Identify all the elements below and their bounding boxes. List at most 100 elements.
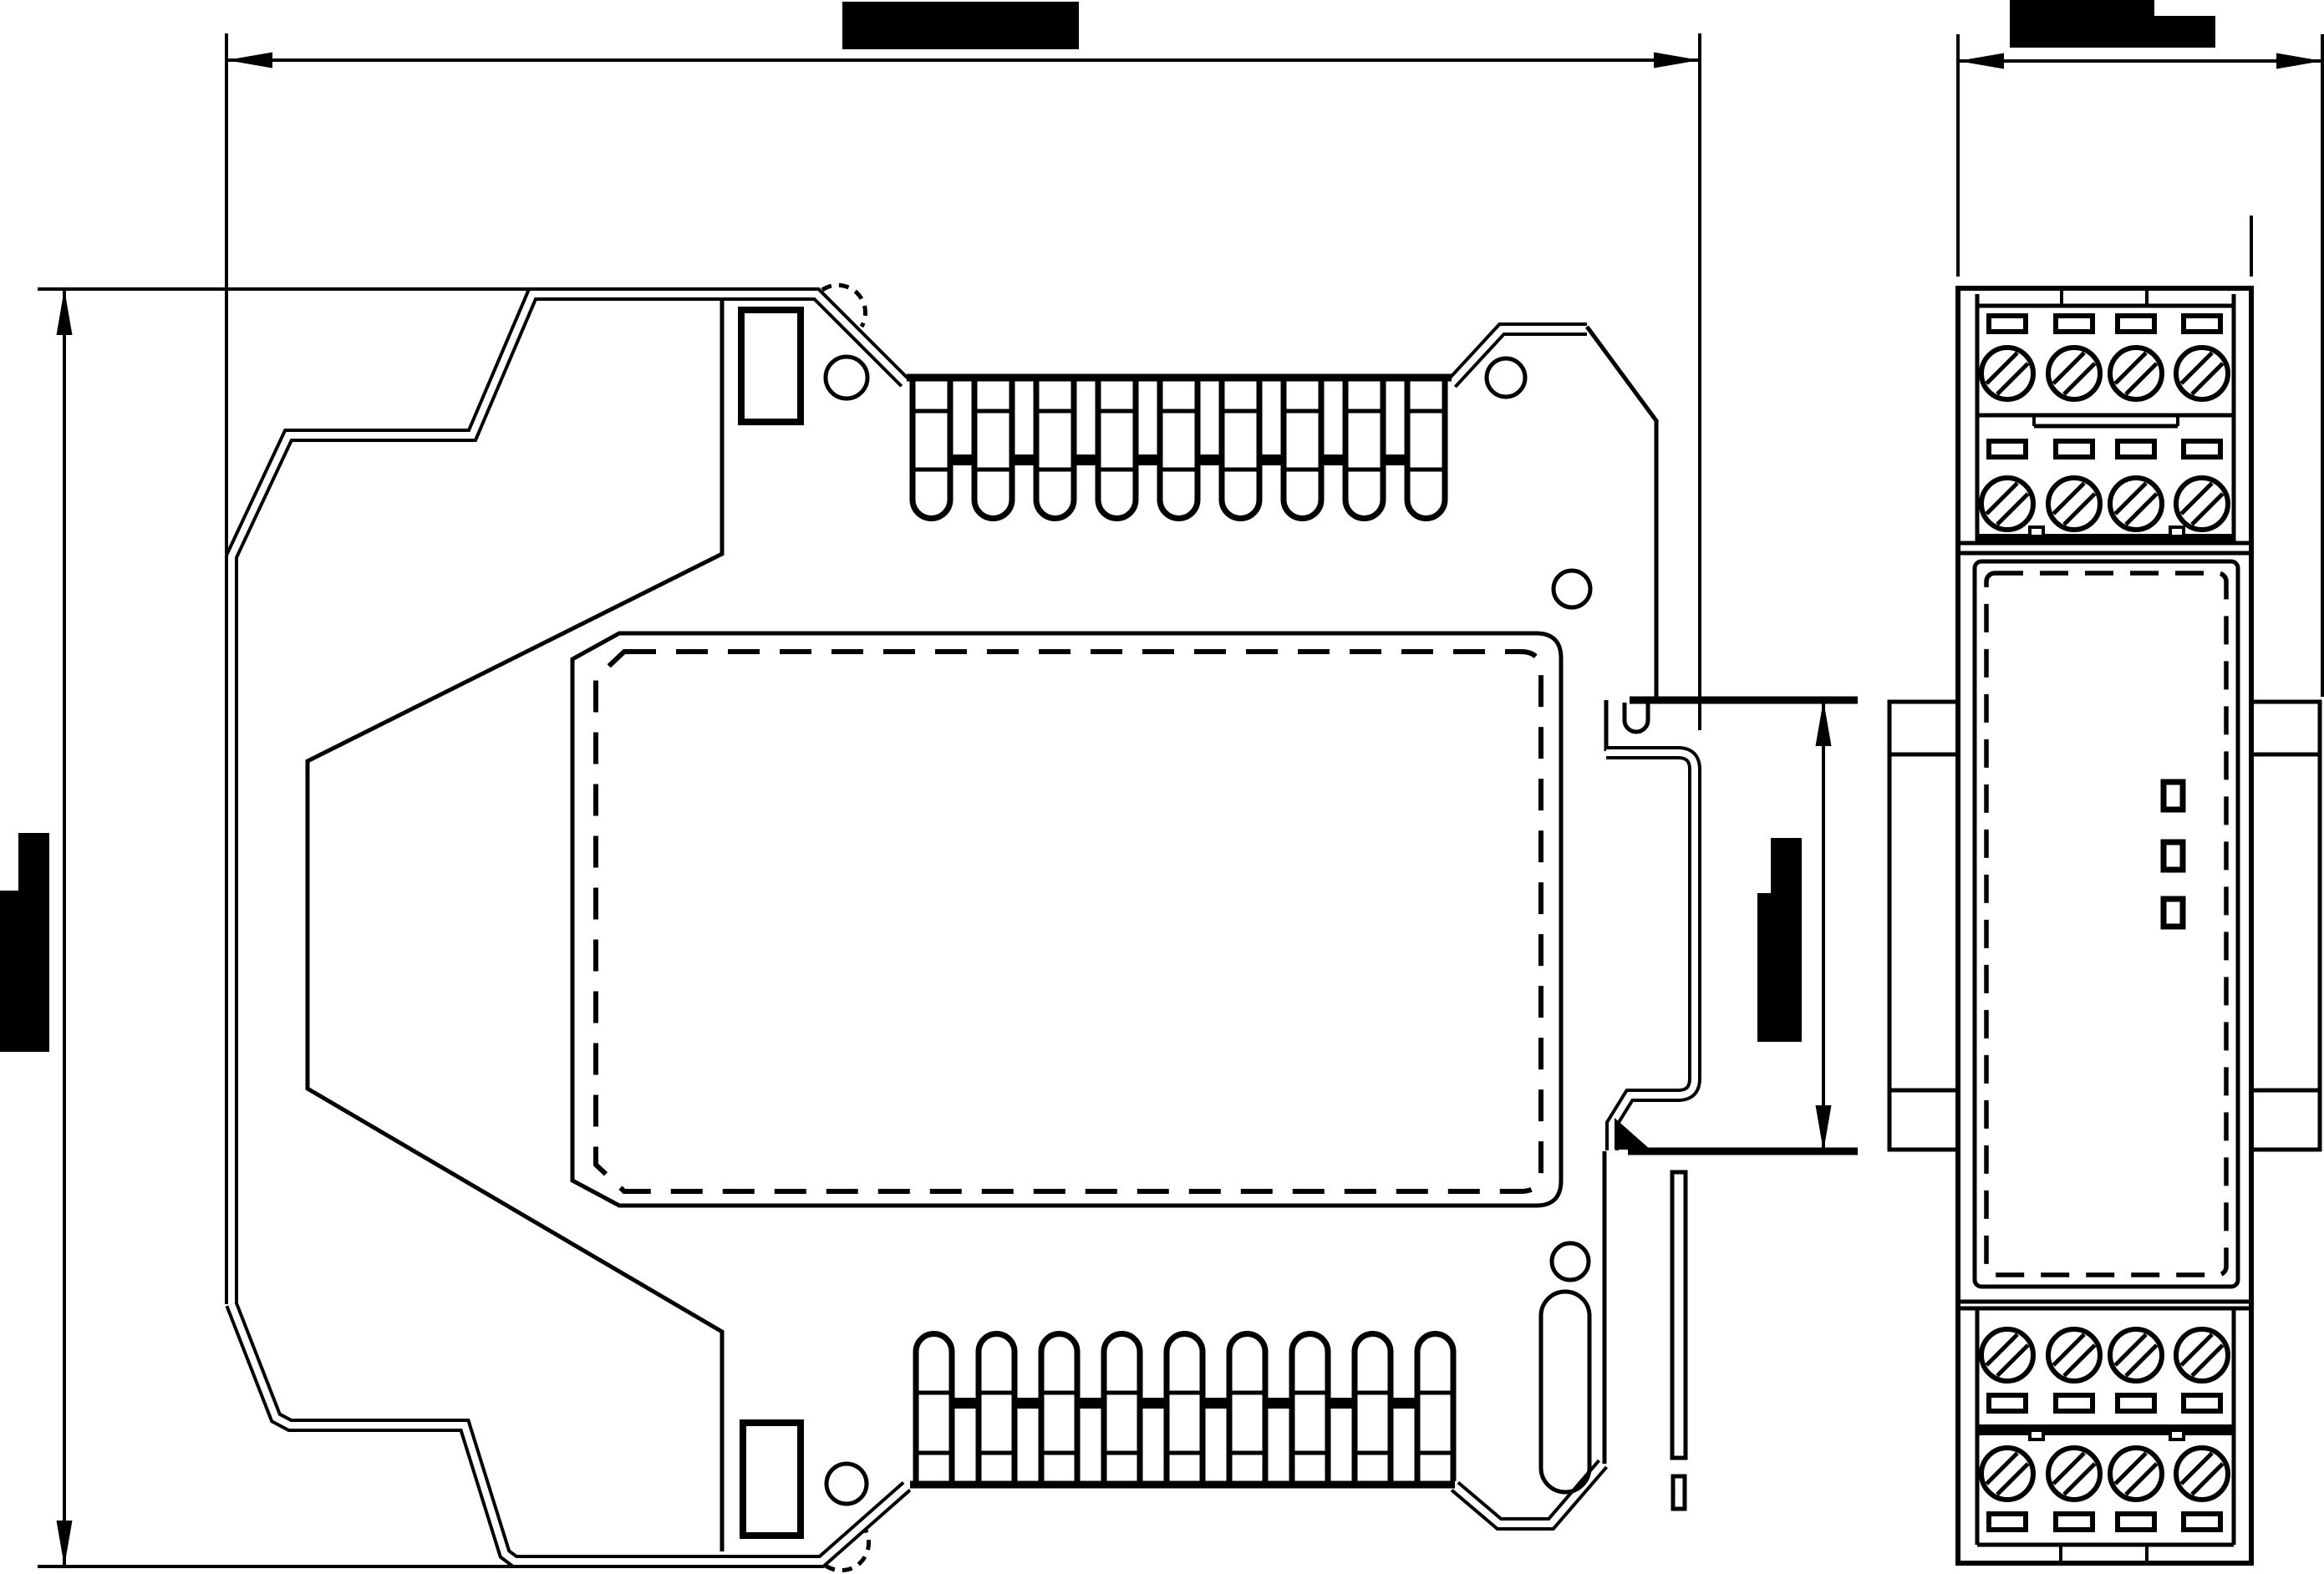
front-wire-slit-row4: [2115, 1511, 2157, 1532]
side-bottom-comb-slot: [913, 1331, 955, 1481]
side-outline-bottom-left-inner: [228, 1302, 909, 1565]
front-screw-row3-slot: [2179, 1333, 2214, 1367]
side-top-slot-window: [738, 307, 804, 425]
side-bottom-comb-web: [1077, 1398, 1104, 1409]
front-screw-row4: [2046, 1445, 2103, 1502]
side-outline-top-left-inner: [228, 291, 908, 1304]
dim-arrow-height-top: [56, 289, 73, 335]
clip-latch-foot: [1671, 1474, 1687, 1511]
side-inner-wall: [305, 297, 725, 1551]
front-screw-row3-slot: [2190, 1343, 2225, 1378]
side-top-comb-web: [1259, 454, 1284, 465]
front-screw-row4-slot: [2062, 1462, 2097, 1496]
side-bottom-comb-web: [952, 1398, 979, 1409]
front-screw-row2-slot: [2113, 481, 2148, 515]
dim-arrow-rail-bottom: [1815, 1105, 1832, 1151]
front-screw-row3-slot: [2124, 1343, 2159, 1378]
front-label-area-dashed: [1984, 571, 2229, 1277]
front-screw-row3-slot: [2062, 1343, 2097, 1378]
front-screw-row3: [2108, 1327, 2164, 1384]
side-top-comb-slot: [909, 381, 954, 521]
side-bottom-comb-slot: [1289, 1331, 1331, 1481]
front-screw-row3-slot: [1996, 1343, 2030, 1378]
front-screw-row1: [2108, 345, 2164, 402]
front-screw-row1-slot: [2179, 351, 2214, 385]
side-top-comb-slot: [1342, 381, 1386, 521]
front-wire-slit-row3: [2115, 1393, 2157, 1414]
front-wire-slit-row2: [2181, 439, 2223, 460]
front-led-window: [2160, 839, 2186, 873]
dim-arrow-height-bottom: [56, 1521, 73, 1566]
side-top-comb-slot: [1218, 381, 1263, 521]
front-screw-row1-slot: [1985, 351, 2019, 385]
side-label-area-dashed: [593, 649, 1543, 1194]
side-hole-right-lower: [1549, 1241, 1591, 1282]
front-screw-row1-slot: [1996, 362, 2030, 396]
front-screw-row1-slot: [2124, 362, 2159, 396]
dimension-annotations: [38, 33, 2324, 1568]
side-bottom-comb-web: [1015, 1398, 1041, 1409]
side-hole-right-upper: [1551, 568, 1593, 610]
front-screw-row2-slot: [1996, 492, 2030, 526]
front-right-rail-tab: [2249, 699, 2322, 1152]
redaction-overall-height-value: [18, 833, 49, 893]
redaction-overall-height-value: [0, 891, 49, 1052]
side-bottom-comb-web: [1203, 1398, 1229, 1409]
front-base-band-notch: [2028, 1429, 2045, 1441]
front-wire-slit-row4: [2053, 1511, 2095, 1532]
side-bottom-comb-slot: [1226, 1331, 1269, 1481]
side-bottom-comb-web: [1265, 1398, 1292, 1409]
side-outline-bottom-right-inner: [1452, 1461, 1606, 1527]
front-wire-slit-row1: [2115, 313, 2157, 334]
side-hole-bottom-left: [824, 1461, 869, 1506]
side-hole-top-right: [1484, 356, 1528, 399]
side-pin-arc-bottom: [824, 1527, 872, 1573]
front-screw-row4-slot: [1985, 1451, 2019, 1485]
side-top-comb-slot: [1033, 381, 1077, 521]
front-wire-slit-row2: [1986, 439, 2028, 460]
side-bottom-slot-window: [740, 1419, 804, 1539]
front-screw-row1: [2046, 345, 2103, 402]
front-wire-slit-row3: [1986, 1393, 2028, 1414]
front-screw-row1-slot: [2052, 351, 2086, 385]
side-label-plate: [570, 631, 1564, 1208]
front-wire-slit-row3: [2181, 1393, 2223, 1414]
side-top-comb-web: [1383, 454, 1407, 465]
front-screw-row2-slot: [2052, 481, 2086, 515]
front-led-window: [2160, 779, 2186, 813]
front-bottom-block-base-band: [1977, 1424, 2234, 1435]
dim-arrow-rail-top: [1815, 700, 1832, 746]
side-top-comb-web: [1074, 454, 1098, 465]
front-screw-row4-slot: [2179, 1451, 2214, 1485]
front-screw-row3: [2174, 1327, 2230, 1384]
front-view: [1887, 286, 2322, 1566]
front-screw-row1-slot: [2113, 351, 2148, 385]
side-top-comb-web: [1012, 454, 1036, 465]
side-top-right-chamfer: [1584, 325, 1660, 424]
front-screw-row3: [1979, 1327, 2036, 1384]
front-screw-row3-slot: [2113, 1333, 2148, 1367]
front-screw-row4: [2108, 1445, 2164, 1502]
side-top-comb-web: [950, 454, 974, 465]
side-top-comb-slot: [1095, 381, 1139, 521]
side-bottom-comb-slot: [975, 1331, 1018, 1481]
side-top-comb-web: [1136, 454, 1160, 465]
side-bottom-comb-slot: [1038, 1331, 1081, 1481]
front-wire-slit-row4: [2181, 1511, 2223, 1532]
clip-claw-inner: [1606, 749, 1698, 1150]
side-bottom-comb-web: [1328, 1398, 1355, 1409]
redaction-front-width-value: [2154, 16, 2215, 48]
front-screw-row3-slot: [1985, 1333, 2019, 1367]
front-screw-row4: [2174, 1445, 2230, 1502]
redaction-overall-width-value: [842, 2, 1079, 49]
front-wire-slit-row1: [2053, 313, 2095, 334]
side-oblong-slot: [1538, 1289, 1592, 1495]
side-bottom-comb-web: [1140, 1398, 1167, 1409]
dim-arrow-front-left: [1958, 53, 2004, 69]
front-wire-slit-row3: [2053, 1393, 2095, 1414]
front-screw-row2-slot: [2190, 492, 2225, 526]
front-screw-row1: [1979, 345, 2036, 402]
front-base-band-notch: [2169, 1429, 2185, 1441]
